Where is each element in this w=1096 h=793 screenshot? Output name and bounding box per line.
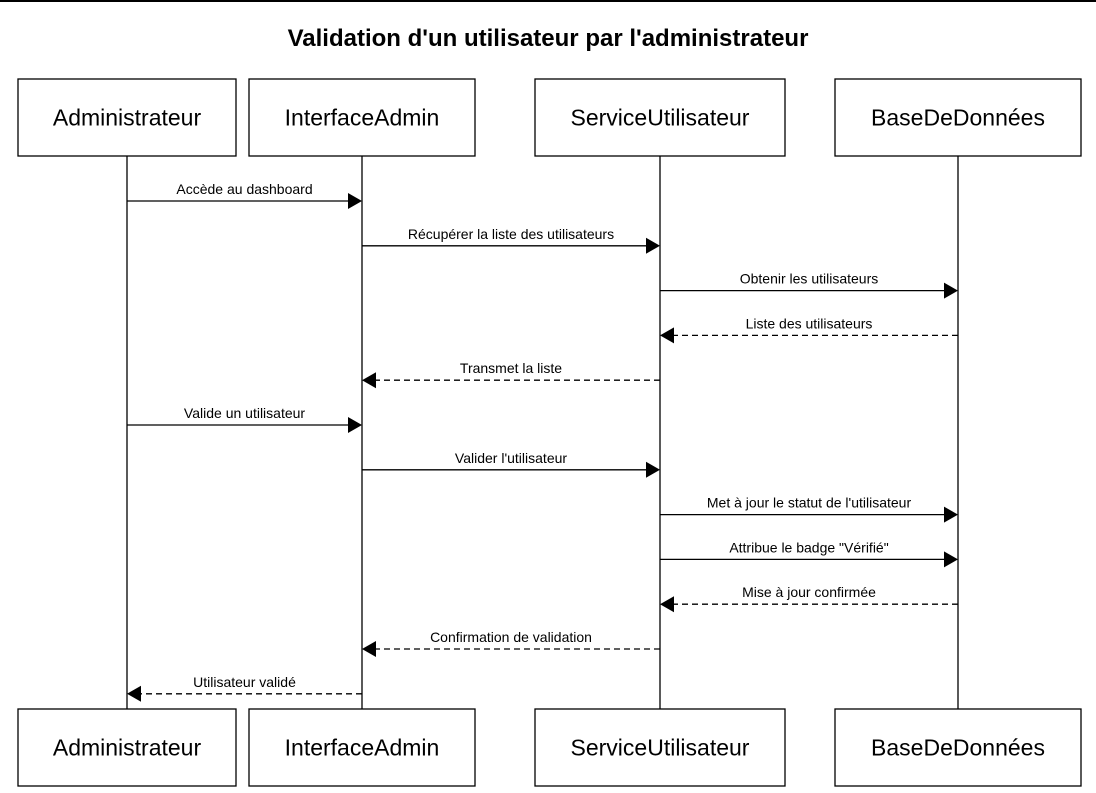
message-1: Récupérer la liste des utilisateurs xyxy=(362,226,660,254)
message-5: Valide un utilisateur xyxy=(127,405,362,433)
participant-rect xyxy=(534,708,786,787)
participant-box-top-db: BaseDeDonnées xyxy=(834,78,1082,157)
participant-rect xyxy=(248,708,476,787)
participant-name: Administrateur xyxy=(53,735,202,761)
participant-box-top-ui: InterfaceAdmin xyxy=(248,78,476,157)
participant-name: BaseDeDonnées xyxy=(871,735,1045,761)
participant-box-bottom-admin: Administrateur xyxy=(17,708,237,787)
arrowhead-icon xyxy=(660,327,674,344)
message-label: Mise à jour confirmée xyxy=(742,584,876,600)
message-label: Valide un utilisateur xyxy=(184,405,305,421)
message-3: Liste des utilisateurs xyxy=(660,315,958,344)
arrowhead-icon xyxy=(646,237,660,254)
participant-name: InterfaceAdmin xyxy=(285,735,440,761)
message-label: Attribue le badge "Vérifié" xyxy=(729,539,888,555)
participant-name: BaseDeDonnées xyxy=(871,105,1045,131)
participant-box-bottom-db: BaseDeDonnées xyxy=(834,708,1082,787)
lifelines xyxy=(126,156,959,709)
message-7: Met à jour le statut de l'utilisateur xyxy=(660,495,958,523)
message-label: Récupérer la liste des utilisateurs xyxy=(408,226,614,242)
participant-rect xyxy=(17,78,237,157)
message-label: Liste des utilisateurs xyxy=(746,315,873,331)
participant-name: ServiceUtilisateur xyxy=(571,105,750,131)
participant-box-top-admin: Administrateur xyxy=(17,78,237,157)
participant-name: ServiceUtilisateur xyxy=(571,735,750,761)
arrowhead-icon xyxy=(362,372,376,389)
message-label: Transmet la liste xyxy=(460,360,562,376)
message-6: Valider l'utilisateur xyxy=(362,450,660,478)
message-2: Obtenir les utilisateurs xyxy=(660,271,958,299)
arrowhead-icon xyxy=(348,417,362,433)
participant-name: Administrateur xyxy=(53,105,202,131)
message-4: Transmet la liste xyxy=(362,360,660,389)
top-border xyxy=(0,0,1096,2)
arrowhead-icon xyxy=(348,193,362,209)
arrowhead-icon xyxy=(362,641,376,657)
arrowhead-icon xyxy=(660,596,674,613)
arrowhead-icon xyxy=(944,551,958,568)
participant-rect xyxy=(248,78,476,157)
participant-boxes: AdministrateurAdministrateurInterfaceAdm… xyxy=(17,78,1082,787)
participant-box-top-svc: ServiceUtilisateur xyxy=(534,78,786,157)
participant-rect xyxy=(17,708,237,787)
arrowhead-icon xyxy=(127,685,141,702)
message-label: Met à jour le statut de l'utilisateur xyxy=(707,495,912,511)
participant-name: InterfaceAdmin xyxy=(285,105,440,131)
message-label: Valider l'utilisateur xyxy=(455,450,567,466)
arrowhead-icon xyxy=(944,282,958,299)
participant-box-bottom-ui: InterfaceAdmin xyxy=(248,708,476,787)
message-label: Utilisateur validé xyxy=(193,674,296,690)
participant-box-bottom-svc: ServiceUtilisateur xyxy=(534,708,786,787)
participant-rect xyxy=(834,78,1082,157)
arrowhead-icon xyxy=(944,506,958,523)
message-8: Attribue le badge "Vérifié" xyxy=(660,539,958,568)
message-11: Utilisateur validé xyxy=(127,674,362,702)
message-label: Obtenir les utilisateurs xyxy=(740,271,879,287)
diagram-title: Validation d'un utilisateur par l'admini… xyxy=(288,25,809,52)
participant-rect xyxy=(534,78,786,157)
arrowhead-icon xyxy=(646,461,660,478)
message-9: Mise à jour confirmée xyxy=(660,584,958,613)
message-0: Accède au dashboard xyxy=(127,181,362,209)
message-10: Confirmation de validation xyxy=(362,629,660,657)
message-label: Accède au dashboard xyxy=(176,181,312,197)
participant-rect xyxy=(834,708,1082,787)
message-label: Confirmation de validation xyxy=(430,629,592,645)
